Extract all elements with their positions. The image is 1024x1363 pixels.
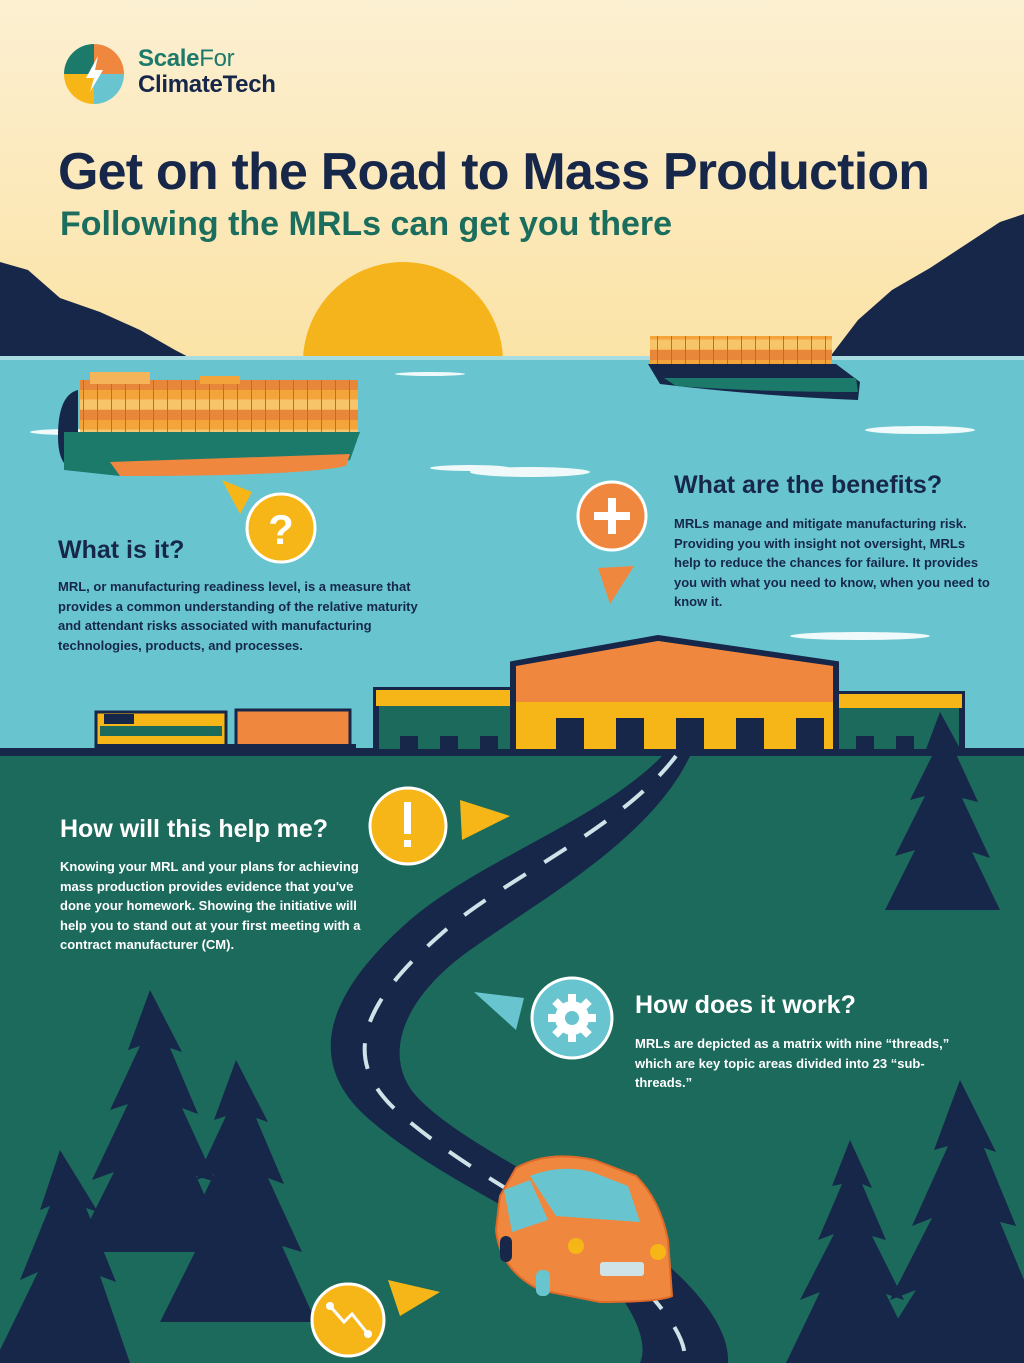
help-body: Knowing your MRL and your plans for achi… — [60, 859, 361, 952]
help-heading: How will this help me? — [60, 815, 329, 843]
brand-line1-bold: Scale — [138, 45, 200, 72]
question-mark-icon: ? — [222, 480, 317, 564]
cargo-ship-right — [648, 336, 860, 400]
horizon-line — [0, 356, 1024, 360]
route-icon — [310, 1280, 440, 1358]
waves — [30, 372, 975, 640]
factory-building — [373, 634, 965, 755]
brand-logo-text: ScaleFor ClimateTech — [138, 46, 276, 98]
trees — [0, 712, 1024, 1363]
brand-line1-light: For — [199, 45, 235, 72]
exclamation-icon — [368, 786, 510, 866]
page-title: Get on the Road to Mass Production — [58, 143, 930, 201]
what-is-it-body: MRL, or manufacturing readiness level, i… — [58, 579, 418, 653]
what-is-it-heading: What is it? — [58, 536, 185, 564]
brand-line2: ClimateTech — [138, 71, 276, 98]
left-mountain — [0, 262, 198, 362]
plus-icon — [576, 480, 648, 604]
right-mountain — [826, 214, 1024, 362]
how-does-it-work-body: MRLs are depicted as a matrix with nine … — [635, 1036, 950, 1090]
svg-text:?: ? — [268, 506, 294, 553]
car — [494, 1155, 674, 1304]
train — [94, 708, 356, 754]
road — [330, 756, 729, 1363]
logo-mark — [64, 44, 124, 104]
page-subtitle: Following the MRLs can get you there — [60, 205, 673, 243]
how-does-it-work-heading: How does it work? — [635, 991, 856, 1019]
sky — [0, 0, 1024, 360]
cargo-ship-left — [58, 372, 360, 476]
benefits-heading: What are the benefits? — [674, 471, 943, 499]
benefits-body: MRLs manage and mitigate manufacturing r… — [674, 516, 990, 609]
gear-icon — [474, 976, 614, 1060]
